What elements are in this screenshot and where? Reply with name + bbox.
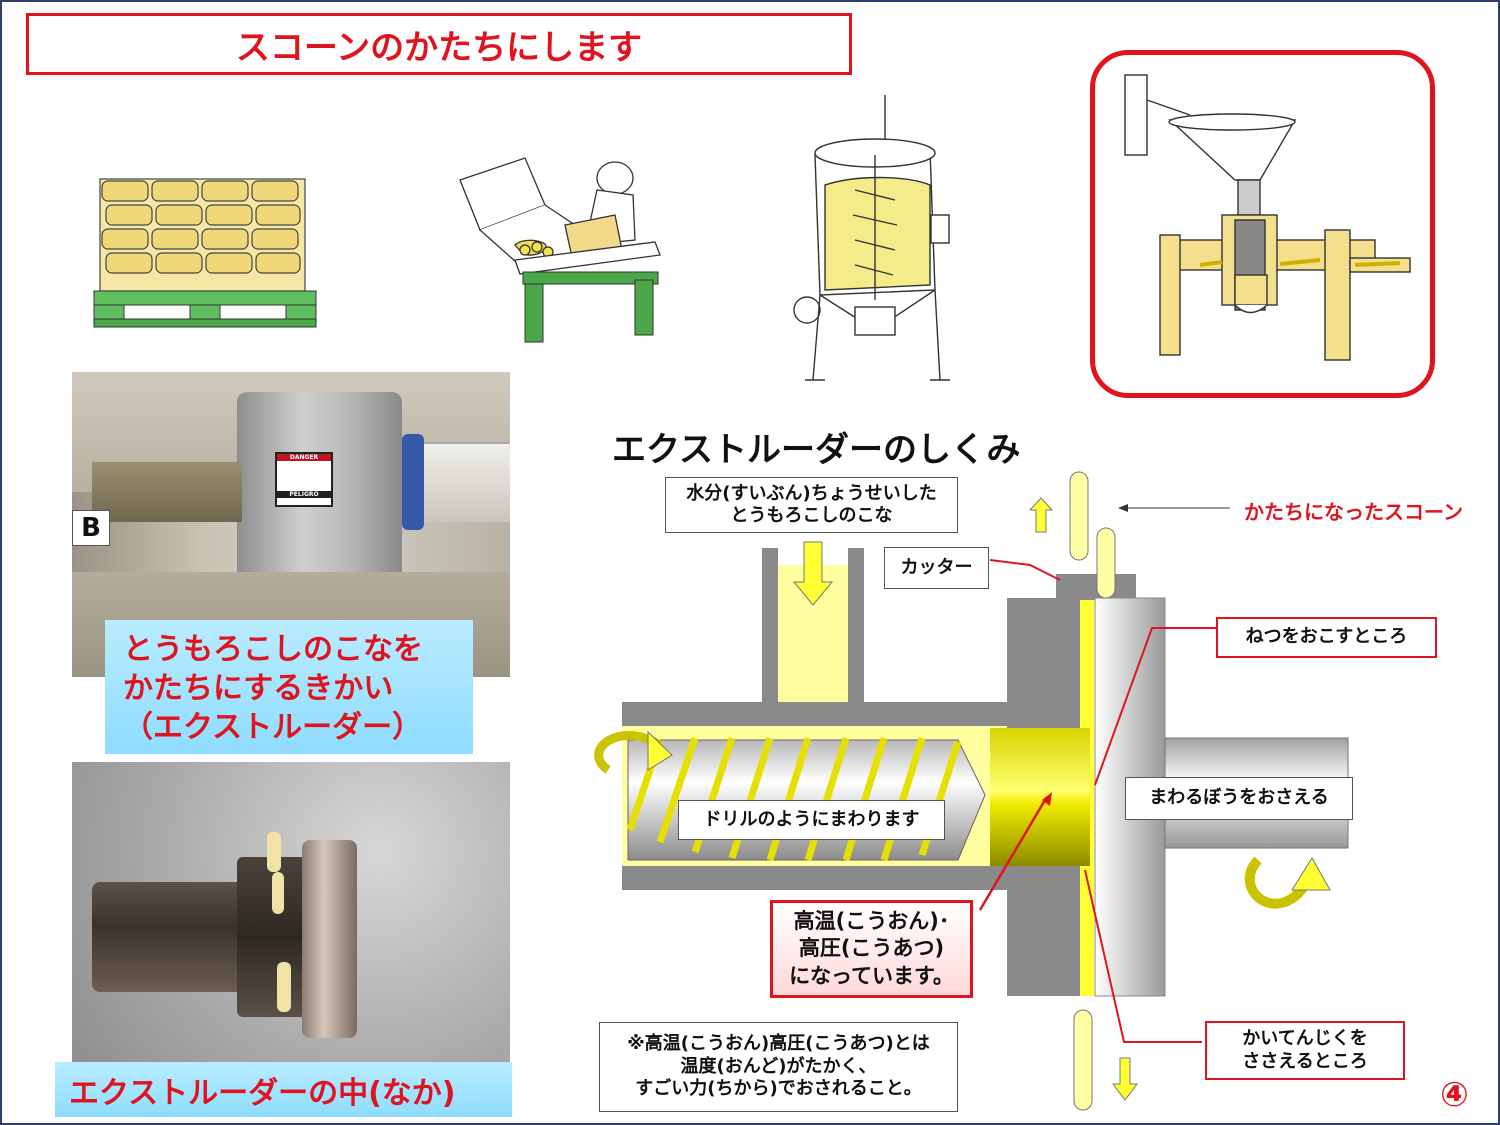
danger-sticker-top: DANGER xyxy=(277,454,331,461)
pressure-line-2: 高圧(こうあつ) xyxy=(798,936,945,961)
machine-blue-flange xyxy=(402,434,424,530)
mechanism-title: エクストルーダーのしくみ xyxy=(612,430,1021,470)
dough-bits-1 xyxy=(267,832,281,872)
machine-label-letter: B xyxy=(72,510,110,546)
label-input-line-2: とうもろこしのこな xyxy=(730,505,893,526)
label-input-powder: 水分(すいぶん)ちょうせいした とうもろこしのこな xyxy=(665,477,958,533)
bearing-line-2: ささえるところ xyxy=(1242,1050,1368,1072)
label-high-temp-pressure: 高温(こうおん)･ 高圧(こうあつ) になっています。 xyxy=(770,900,973,998)
pressure-pointer-head xyxy=(1042,792,1052,806)
label-cutter: カッター xyxy=(884,547,989,589)
sketch-worker xyxy=(459,157,661,343)
caption-extruder-inside: エクストルーダーの中(なか) xyxy=(55,1062,512,1117)
machine-shaft-left xyxy=(92,462,242,522)
bearing-pointer xyxy=(1084,869,1202,1043)
cutter-cap xyxy=(1056,574,1136,600)
inside-flange xyxy=(302,840,357,1038)
scone-arrow-up xyxy=(1028,497,1054,533)
sketch-sacks xyxy=(93,178,317,328)
label-bearing: かいてんじくを ささえるところ xyxy=(1205,1021,1405,1080)
rotation-arrow-left xyxy=(594,731,663,774)
barrel-bottom-wall xyxy=(622,866,1010,890)
note-line-1: ※高温(こうおん)高圧(こうあつ)とは xyxy=(627,1033,930,1055)
caption-line-3: （エクストルーダー） xyxy=(123,710,423,745)
sketch-extruder xyxy=(1124,74,1411,361)
scone-arrow-down xyxy=(1112,1057,1138,1101)
label-heat: ねつをおこすところ xyxy=(1216,617,1437,658)
label-screw: ドリルのようにまわります xyxy=(678,800,945,840)
cutter-pointer xyxy=(989,559,1061,581)
caption-line-2: かたちにするきかい xyxy=(123,671,394,706)
sketch-mixer xyxy=(793,95,950,381)
label-scone: かたちになったスコーン xyxy=(1244,500,1463,524)
hopper-left-wall xyxy=(762,548,778,704)
rotation-arrow-right-head xyxy=(1291,857,1331,891)
note-line-2: 温度(おんど)がたかく、 xyxy=(680,1055,877,1077)
scone-top-2 xyxy=(1096,527,1116,599)
scone-top-1 xyxy=(1069,471,1089,561)
hopper-right-wall xyxy=(848,548,864,704)
feed-arrow xyxy=(792,541,834,606)
note-line-3: すごい力(ちから)でおされること。 xyxy=(635,1078,922,1100)
label-support: まわるぼうをおさえる xyxy=(1125,777,1353,820)
scone-bottom xyxy=(1073,1009,1093,1111)
pressure-line-1: 高温(こうおん)･ xyxy=(793,909,950,934)
page-number: ④ xyxy=(1440,1075,1469,1115)
danger-sticker: DANGER PELIGRO xyxy=(275,452,333,507)
heating-zone xyxy=(990,728,1090,866)
caption-line-1: とうもろこしのこなを xyxy=(123,632,423,667)
scone-pointer-head xyxy=(1118,504,1128,512)
dough-bits-2 xyxy=(272,872,284,914)
label-note: ※高温(こうおん)高圧(こうあつ)とは 温度(おんど)がたかく、 すごい力(ちか… xyxy=(599,1022,958,1112)
rotation-arrow-right xyxy=(1244,856,1313,909)
pressure-line-3: になっています。 xyxy=(789,963,954,988)
page-title: スコーンのかたちにします xyxy=(26,13,852,75)
bearing-line-1: かいてんじくを xyxy=(1242,1028,1368,1049)
label-input-line-1: 水分(すいぶん)ちょうせいした xyxy=(686,482,937,504)
heat-pointer xyxy=(1094,627,1217,786)
danger-sticker-bottom: PELIGRO xyxy=(277,491,331,498)
barrel-top-wall xyxy=(622,702,1010,726)
caption-extruder-machine: とうもろこしのこなを かたちにするきかい （エクストルーダー） xyxy=(105,620,473,754)
rotation-arrow-left-head xyxy=(647,730,673,771)
photo-extruder-inside xyxy=(72,762,510,1062)
inside-shaft xyxy=(92,882,252,992)
pressure-pointer xyxy=(978,799,1047,911)
danger-sticker-mid xyxy=(277,461,331,491)
dough-bits-3 xyxy=(277,962,291,1012)
